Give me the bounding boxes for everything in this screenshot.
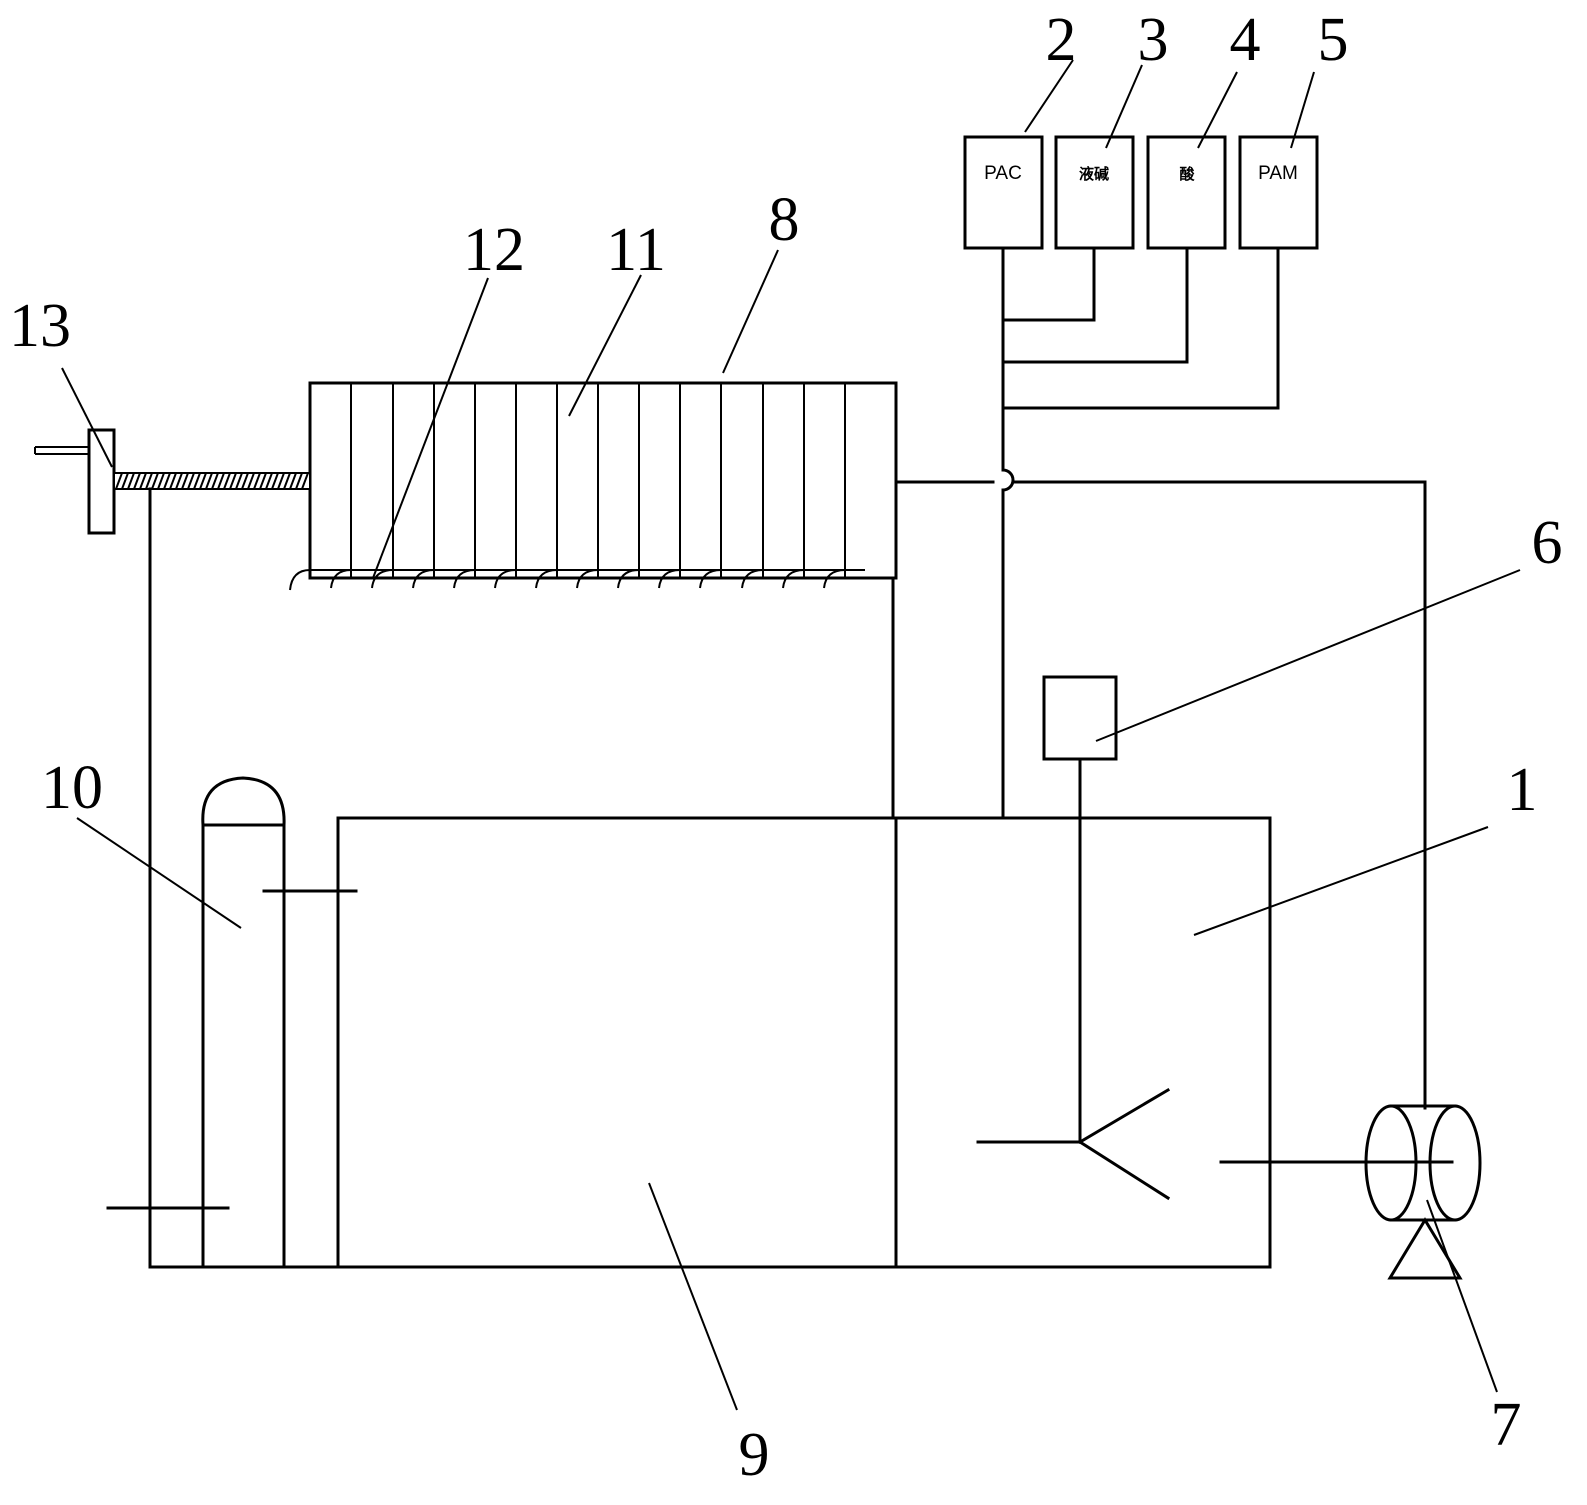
callout-numbers: 1 2 3 4 5 6 7 8 9 10 11 12 13	[9, 6, 1563, 1489]
tank-alkali: 液碱	[1054, 135, 1135, 250]
tank-acid-label: 酸	[1179, 165, 1195, 183]
dosing-manifold	[1001, 246, 1280, 820]
callout-5: 5	[1318, 6, 1349, 74]
feed-pipe	[894, 480, 1427, 1110]
callout-2: 2	[1046, 6, 1077, 74]
callout-1: 1	[1507, 756, 1538, 824]
tank-alkali-label: 液碱	[1079, 165, 1109, 183]
filter-plates	[350, 383, 846, 578]
mixer	[976, 675, 1171, 1201]
main-tank	[148, 816, 1272, 1269]
pump	[1219, 1104, 1482, 1280]
callout-7: 7	[1491, 1391, 1522, 1459]
filter-press-frame	[308, 381, 898, 580]
callout-12: 12	[463, 216, 525, 284]
callout-13: 13	[9, 292, 71, 360]
callout-3: 3	[1138, 6, 1169, 74]
tank-acid: 酸	[1146, 135, 1227, 250]
tank-pac-label: PAC	[984, 163, 1022, 184]
tank-pam-label: PAM	[1258, 163, 1298, 184]
tank-pam: PAM	[1238, 135, 1319, 250]
sludge-tank	[201, 776, 358, 1269]
screw-thread	[115, 472, 309, 490]
callout-11: 11	[606, 216, 666, 284]
drain-hooks	[289, 569, 865, 591]
callout-10: 10	[41, 754, 103, 822]
main-tank-outline	[336, 816, 1272, 1269]
pump-stand	[1387, 1217, 1463, 1280]
left-frame	[106, 487, 230, 1269]
callout-4: 4	[1230, 6, 1261, 74]
leader-lines	[61, 59, 1521, 1411]
sludge-tank-dome	[201, 776, 286, 827]
dosing-tanks: PAC 液碱 酸 PAM	[963, 135, 1319, 250]
mixer-motor	[1042, 675, 1118, 761]
callout-9: 9	[739, 1421, 770, 1489]
tank-pac: PAC	[963, 135, 1044, 250]
screw-press	[34, 428, 311, 535]
callout-6: 6	[1532, 509, 1563, 577]
callout-8: 8	[769, 186, 800, 254]
